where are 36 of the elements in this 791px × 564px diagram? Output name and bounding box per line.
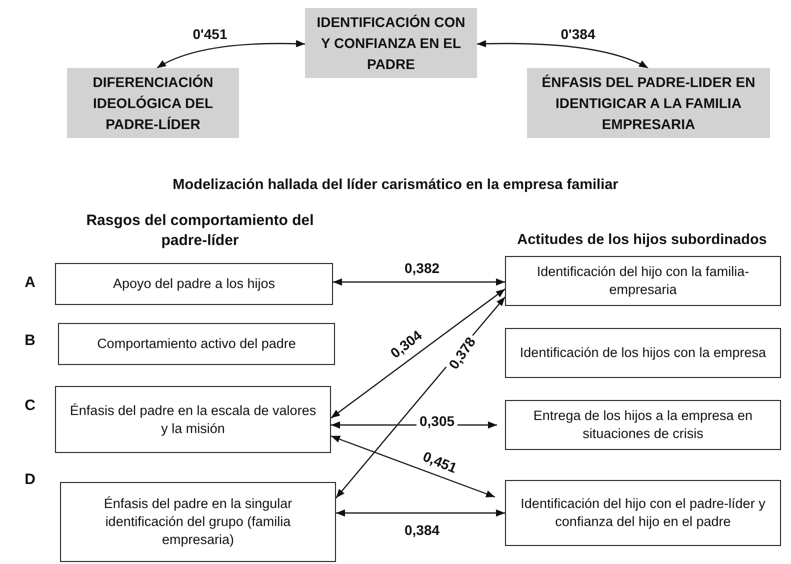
box-text: Entrega de los hijos a la empresa en situaciones de crisis: [532, 407, 754, 443]
trait-box: [58, 323, 335, 365]
diagram-title: Modelización hallada del líder carismático en la empresa familiar: [172, 177, 620, 193]
box-text: Identificación del hijo con la familia-empresaria: [536, 263, 750, 299]
box-text: Apoyo del padre a los hijos: [112, 275, 276, 293]
trait-box: [55, 386, 331, 453]
arrow: [330, 288, 506, 418]
trait-box: [505, 400, 781, 450]
box-text: Énfasis del padre en la escala de valores y la misión: [68, 402, 318, 438]
box-text: ÉNFASIS DEL PADRE-LIDER EN IDENTIGICAR A LA FAMILIA EMPRESARIA: [540, 72, 756, 134]
box-text: Comportamiento activo del padre: [97, 335, 296, 353]
row-letter: A: [24, 273, 36, 293]
arrow: [476, 40, 648, 69]
box-text: Identificación del hijo con el padre-líder y confianza del hijo en el padre: [520, 495, 766, 531]
trait-box: [55, 263, 333, 305]
column-heading: Actitudes de los hijos subordinados: [516, 231, 768, 250]
trait-box: [60, 482, 336, 562]
trait-box: [505, 480, 781, 546]
trait-box: [505, 328, 781, 378]
column-heading: Rasgos del comportamiento del padre-líder: [85, 211, 315, 251]
factor-box: [527, 68, 770, 138]
arrow: [336, 509, 505, 517]
box-text: Énfasis del padre en la singular identificación del grupo (familia empresaria): [102, 495, 294, 549]
box-text: IDENTIFICACIÓN CON Y CONFIANZA EN EL PADRE: [316, 12, 466, 74]
arrow: [330, 435, 496, 498]
factor-box: [305, 8, 477, 78]
box-text: DIFERENCIACIÓN IDEOLÓGICA DEL PADRE-LÍDER: [92, 72, 214, 134]
row-letter: C: [24, 396, 36, 416]
trait-box: [505, 256, 781, 306]
row-letter: D: [24, 470, 36, 490]
arrow: [333, 278, 505, 286]
factor-box: [67, 68, 239, 138]
edge-label: 0,305: [416, 413, 458, 429]
row-letter: B: [24, 331, 36, 351]
arrow: [156, 40, 306, 69]
box-text: Identificación de los hijos con la empresa: [520, 344, 766, 362]
